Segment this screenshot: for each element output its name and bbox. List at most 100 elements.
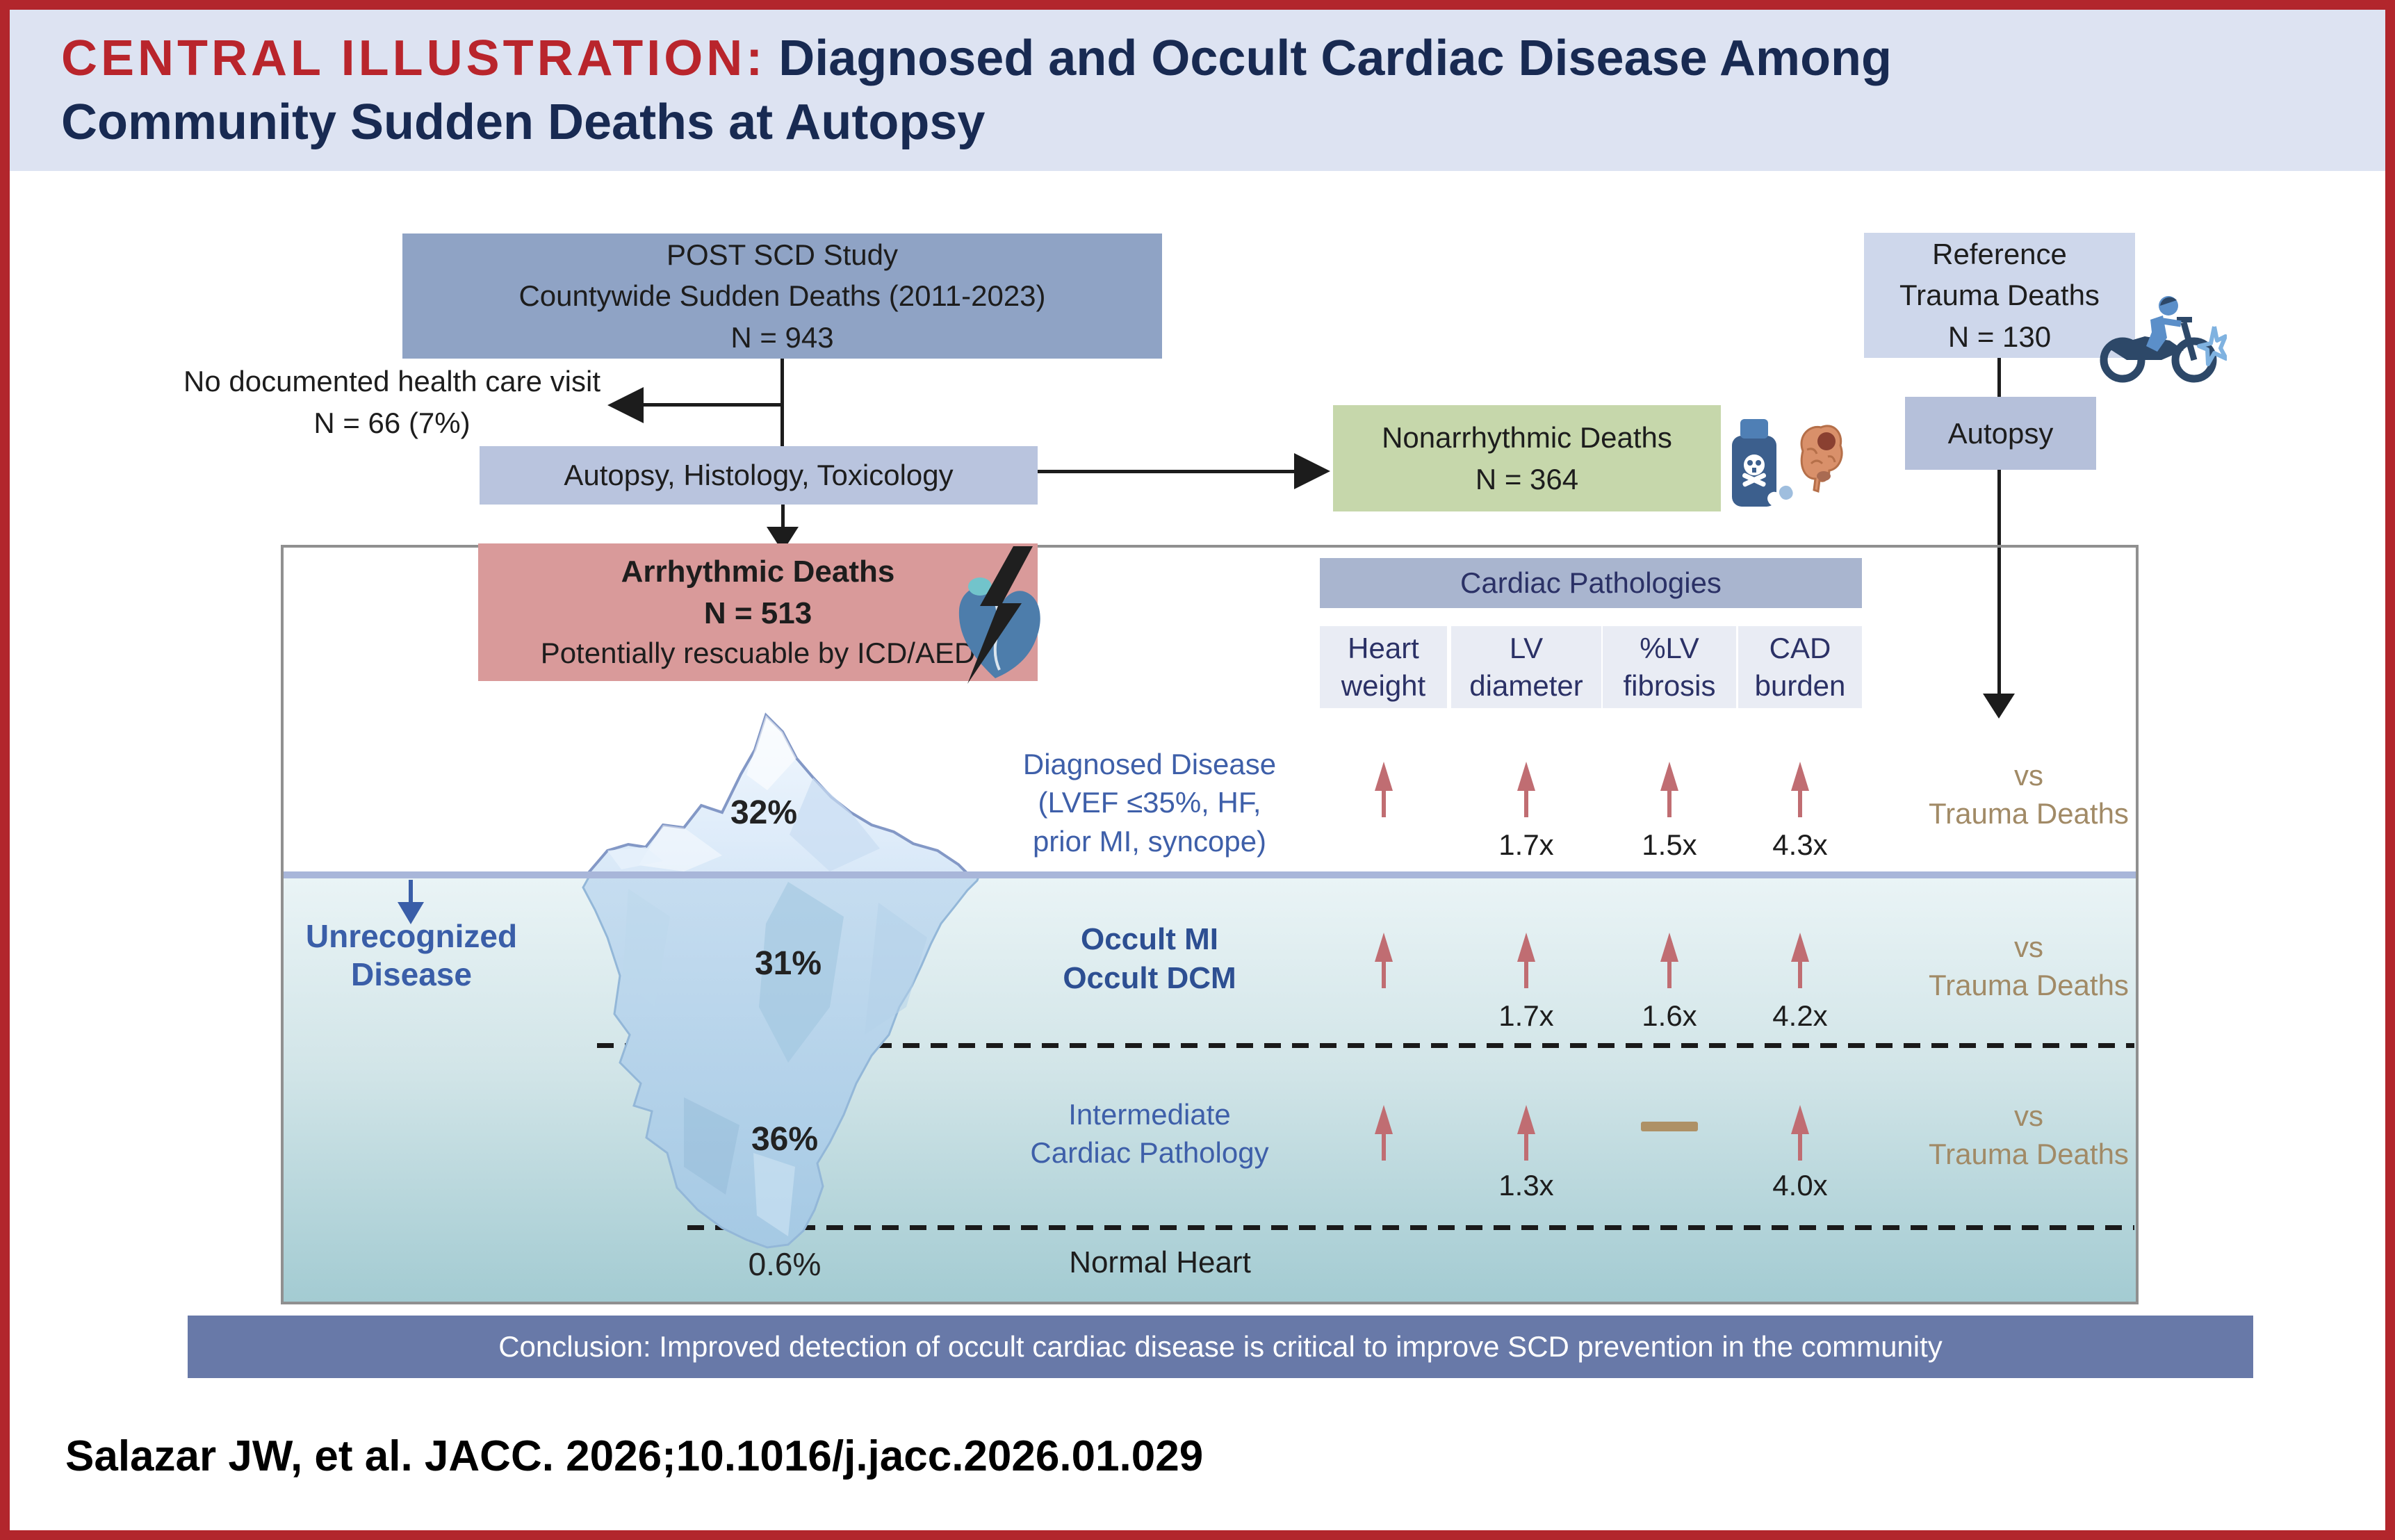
unrecognized-line1: Unrecognized — [305, 918, 518, 954]
unrecognized-arrow-stem — [409, 880, 413, 903]
col2-line1: %LV — [1640, 632, 1699, 665]
row1-line2: (LVEF ≤35%, HF, — [1038, 786, 1261, 819]
row3-label: Intermediate Cardiac Pathology — [990, 1095, 1309, 1172]
row1-line3: prior MI, syncope) — [1032, 824, 1267, 858]
connector-autopsy-down — [1997, 470, 2001, 696]
connector-to-arrhythmic — [781, 505, 785, 530]
up-arrow-icon — [1514, 933, 1539, 988]
col3-line2: burden — [1754, 669, 1846, 702]
citation: Salazar JW, et al. JACC. 2026;10.1016/j.… — [65, 1432, 1204, 1480]
excluded-line1: No documented health care visit — [183, 365, 600, 398]
iceberg-graphic — [582, 712, 981, 1249]
water-background — [284, 875, 2136, 1302]
percent-occult: 31% — [754, 945, 822, 982]
title-text-1: Diagnosed and Occult Cardiac Disease Amo… — [778, 30, 1893, 86]
iceberg-panel — [281, 545, 2139, 1304]
title-text-2: Community Sudden Deaths at Autopsy — [61, 95, 986, 150]
up-arrow-icon — [1371, 933, 1396, 988]
row2-value-fibrosis: 1.6x — [1642, 999, 1697, 1032]
title-line-1: CENTRAL ILLUSTRATION:Diagnosed and Occul… — [61, 26, 2385, 90]
row2-vs-trauma: vs Trauma Deaths — [1890, 928, 2168, 1004]
autopsy-down-arrowhead — [1983, 694, 2015, 719]
conclusion-bar: Conclusion: Improved detection of occult… — [188, 1316, 2253, 1378]
row2-value-lv-diameter: 1.7x — [1498, 999, 1554, 1032]
up-arrow-icon — [1514, 762, 1539, 817]
reference-line3: N = 130 — [1947, 320, 2052, 353]
row1-vs-trauma: vs Trauma Deaths — [1890, 757, 2168, 833]
post-scd-study-box: POST SCD Study Countywide Sudden Deaths … — [402, 234, 1162, 359]
row4-label: Normal Heart — [1021, 1245, 1299, 1280]
arrhythmic-line1: Arrhythmic Deaths — [621, 555, 895, 589]
row1-value-cad: 4.3x — [1772, 828, 1828, 861]
dashed-separator-2 — [687, 1225, 2134, 1230]
up-arrow-icon — [1657, 762, 1682, 817]
column-lv-diameter: LV diameter — [1451, 626, 1601, 708]
pill-icon — [1767, 485, 1793, 506]
reference-line2: Trauma Deaths — [1899, 279, 2100, 312]
col1-line2: diameter — [1469, 669, 1583, 702]
row2-value-cad: 4.2x — [1772, 999, 1828, 1032]
title-band: CENTRAL ILLUSTRATION:Diagnosed and Occul… — [10, 10, 2385, 171]
col1-line1: LV — [1509, 632, 1544, 665]
arrhythmic-box: Arrhythmic Deaths N = 513 Potentially re… — [478, 543, 1038, 681]
percent-normal: 0.6% — [748, 1246, 822, 1282]
row2-vs-line2: Trauma Deaths — [1929, 968, 2129, 1001]
connector-reference-to-autopsy — [1997, 358, 2001, 397]
excluded-arrowhead — [607, 387, 644, 423]
col0-line2: weight — [1341, 669, 1426, 702]
nonarrhythmic-arrowhead — [1294, 453, 1330, 489]
title-line-2: Community Sudden Deaths at Autopsy — [61, 90, 2385, 154]
arrhythmic-line2: N = 513 — [703, 596, 812, 630]
row2-line1: Occult MI — [1080, 922, 1219, 956]
row1-label: Diagnosed Disease (LVEF ≤35%, HF, prior … — [990, 745, 1309, 860]
cardiac-pathologies-label: Cardiac Pathologies — [1460, 566, 1722, 600]
row1-value-fibrosis: 1.5x — [1642, 828, 1697, 861]
nonarrhythmic-line2: N = 364 — [1475, 462, 1579, 495]
nonarrhythmic-line1: Nonarrhythmic Deaths — [1382, 420, 1672, 454]
unrecognized-arrow-icon — [398, 902, 424, 924]
row3-value-cad: 4.0x — [1772, 1169, 1828, 1202]
row3-value-lv-diameter: 1.3x — [1498, 1169, 1554, 1202]
row3-line1: Intermediate — [1068, 1098, 1231, 1131]
column-cad-burden: CAD burden — [1738, 626, 1862, 708]
autopsy-box: Autopsy — [1905, 397, 2096, 470]
unrecognized-disease-label: Unrecognized Disease — [252, 917, 571, 994]
column-heart-weight: Heart weight — [1320, 626, 1447, 708]
up-arrow-icon — [1514, 1105, 1539, 1161]
row3-vs-line1: vs — [2014, 1099, 2043, 1132]
up-arrow-icon — [1371, 1105, 1396, 1161]
percent-diagnosed: 32% — [730, 794, 798, 831]
row1-line1: Diagnosed Disease — [1022, 748, 1277, 780]
conclusion-text: Conclusion: Improved detection of occult… — [498, 1330, 1943, 1363]
heart-lightning-icon — [958, 546, 1040, 684]
normal-heart-label: Normal Heart — [1069, 1245, 1251, 1279]
col0-line1: Heart — [1348, 632, 1419, 665]
column-lv-fibrosis: %LV fibrosis — [1603, 626, 1736, 708]
reference-line1: Reference — [1932, 237, 2067, 270]
row3-vs-trauma: vs Trauma Deaths — [1890, 1097, 2168, 1173]
row2-vs-line1: vs — [2014, 931, 2043, 963]
title-prefix: CENTRAL ILLUSTRATION: — [61, 30, 767, 86]
post-scd-line2: Countywide Sudden Deaths (2011-2023) — [518, 279, 1046, 313]
cardiac-pathologies-header: Cardiac Pathologies — [1320, 558, 1862, 608]
reference-box: Reference Trauma Deaths N = 130 — [1864, 233, 2135, 358]
up-arrow-icon — [1788, 762, 1813, 817]
autopsy-histology-label: Autopsy, Histology, Toxicology — [564, 459, 954, 492]
row1-vs-line1: vs — [2014, 759, 2043, 792]
up-arrow-icon — [1657, 933, 1682, 988]
waterline — [284, 871, 2136, 878]
percent-intermediate: 36% — [751, 1121, 819, 1158]
motorcycle-crash-icon — [2100, 296, 2227, 383]
arrhythmic-line3: Potentially rescuable by ICD/AED — [540, 637, 976, 670]
no-change-dash-icon — [1641, 1122, 1698, 1131]
row3-line2: Cardiac Pathology — [1030, 1136, 1269, 1170]
poison-bottle-icon — [1732, 419, 1843, 507]
row2-line2: Occult DCM — [1063, 961, 1236, 996]
col3-line1: CAD — [1769, 632, 1831, 665]
nonarrhythmic-box: Nonarrhythmic Deaths N = 364 — [1333, 405, 1721, 511]
autopsy-histology-box: Autopsy, Histology, Toxicology — [480, 446, 1038, 505]
excluded-label: No documented health care visit N = 66 (… — [149, 354, 635, 451]
excluded-line2: N = 66 (7%) — [313, 407, 471, 439]
brain-icon — [1800, 425, 1843, 493]
